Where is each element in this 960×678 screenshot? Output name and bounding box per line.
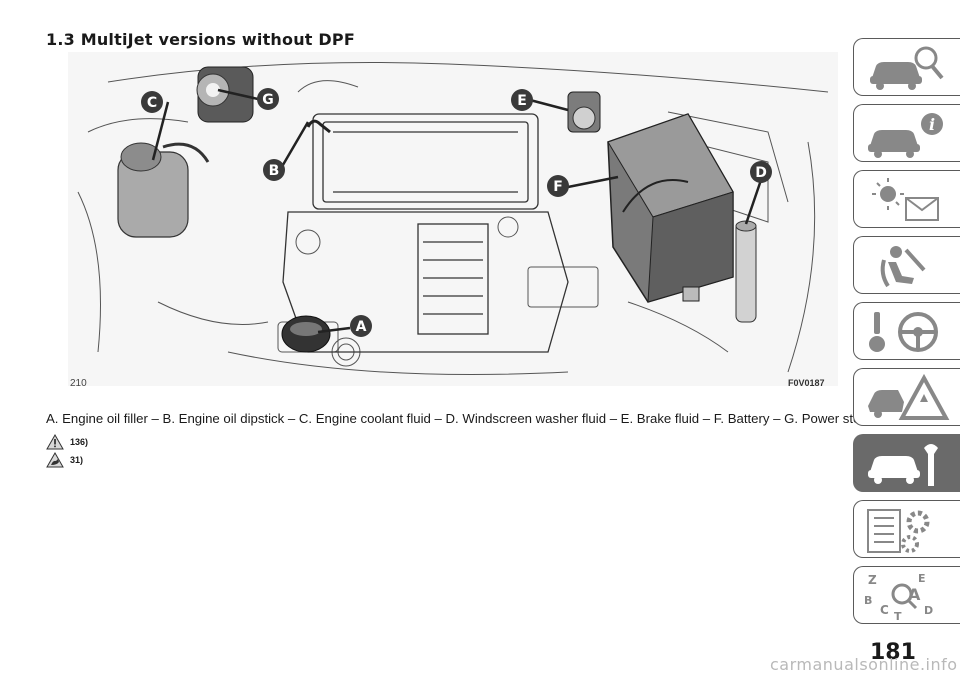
accident-triangle-icon [868, 373, 950, 420]
figure-label-b: B [269, 163, 280, 179]
tab-safety[interactable] [853, 236, 960, 294]
figure-label-d: D [755, 165, 767, 181]
chapter-tabs: i [853, 0, 960, 678]
figure-label-f: F [553, 179, 563, 195]
figure-caption: A. Engine oil filler – B. Engine oil dip… [46, 411, 918, 426]
engine-bay-figure: A B C D E F G [68, 52, 838, 386]
airbag-seat-icon [880, 246, 926, 288]
tab-technical-specs[interactable] [853, 500, 960, 558]
figure-code: F0V0187 [788, 378, 825, 388]
figure-label-f-marker [547, 175, 569, 197]
svg-text:i: i [929, 115, 935, 134]
watermark: carmanualsonline.info [770, 655, 958, 674]
tab-starting-driving[interactable] [853, 302, 960, 360]
figure-label-g-marker [257, 88, 279, 110]
steering-key-icon [869, 312, 938, 352]
engine-bay-illustration: A B C D E F G [77, 61, 829, 375]
index-letter-d: D [924, 604, 933, 617]
tab-emergency[interactable] [853, 368, 960, 426]
car-info-icon: i [868, 113, 943, 158]
warning-triangle-icon [46, 434, 64, 450]
hand-warning-icon [46, 452, 64, 468]
car-search-icon [870, 46, 944, 90]
specs-gears-icon [867, 509, 930, 553]
page-number: 181 [870, 640, 916, 665]
note-caution: 31) [46, 452, 83, 468]
index-alphabet-icon: Z E A B C T D [864, 572, 933, 622]
warning-light-message-icon [872, 178, 939, 221]
tab-index[interactable]: Z E A B C T D [853, 566, 960, 624]
note-warning: 136) [46, 434, 88, 450]
figure-label-a: A [356, 319, 367, 335]
figure-label-e-marker [511, 89, 533, 111]
index-letter-z: Z [868, 573, 877, 587]
note-warning-ref: 136) [70, 437, 89, 447]
index-letter-e: E [918, 572, 926, 585]
index-letter-b: B [864, 594, 872, 607]
figure-number: 210 [70, 378, 87, 389]
figure-label-b-marker [263, 159, 285, 181]
figure-label-c-marker [141, 91, 163, 113]
tab-maintenance-care[interactable] [853, 434, 960, 492]
car-wrench-icon [868, 444, 938, 486]
tab-instrument-panel[interactable]: i [853, 104, 960, 162]
figure-label-g: G [262, 92, 274, 108]
index-letter-c: C [880, 603, 889, 617]
index-letter-t: T [894, 610, 902, 622]
figure-label-c: C [147, 95, 157, 111]
tab-safety-lights[interactable] [853, 170, 960, 228]
note-caution-ref: 31) [70, 455, 84, 465]
section-title: 1.3 MultiJet versions without DPF [46, 30, 355, 49]
tab-knowing-your-car[interactable] [853, 38, 960, 96]
figure-label-d-marker [750, 161, 772, 183]
figure-label-e: E [517, 93, 527, 109]
figure-label-a-marker [350, 315, 372, 337]
